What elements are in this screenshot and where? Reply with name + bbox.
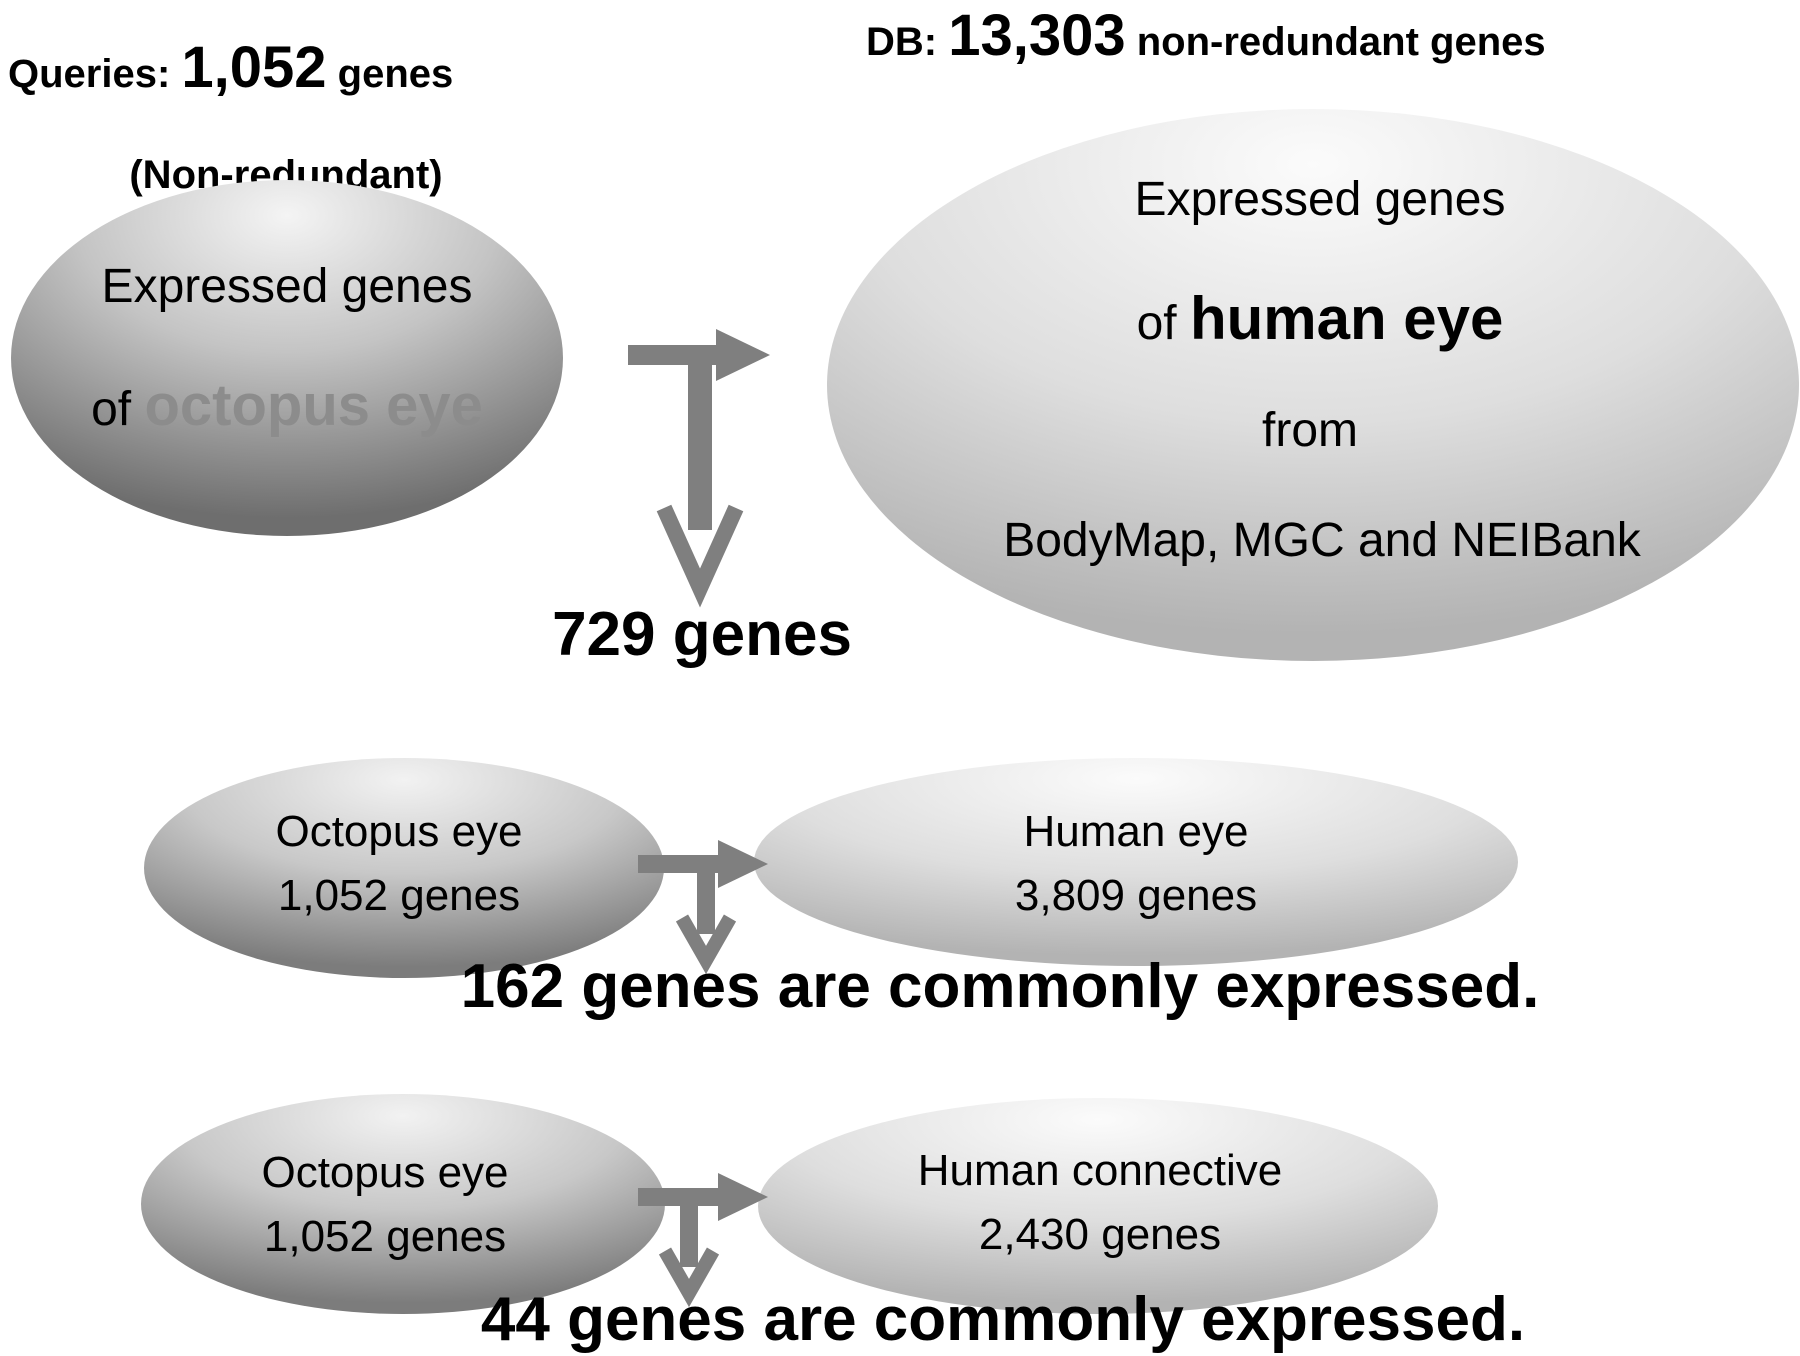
octopus-eye-3-count: 1,052 genes: [264, 1212, 506, 1261]
octopus-eye-line1: Expressed genes: [102, 260, 473, 313]
right-arrow-icon: [638, 1173, 768, 1221]
result-44: 44 genes are commonly expressed.: [481, 1285, 1525, 1354]
octopus-eye-3-name: Octopus eye: [261, 1148, 508, 1197]
result-729: 729 genes: [552, 600, 852, 669]
human-eye-line2: of human eye: [1137, 285, 1504, 352]
octopus-eye-line2: of octopus eye: [91, 373, 483, 438]
human-eye-2-name: Human eye: [1023, 807, 1248, 856]
octopus-eye-2-name: Octopus eye: [275, 807, 522, 856]
octopus-eye-ellipse: [11, 180, 563, 536]
human-connective-ellipse: [758, 1098, 1438, 1314]
result-162: 162 genes are commonly expressed.: [461, 952, 1540, 1021]
human-connective-count: 2,430 genes: [979, 1210, 1221, 1259]
octopus-eye-2-count: 1,052 genes: [278, 871, 520, 920]
human-eye-ellipse-2: [754, 758, 1518, 966]
down-arrow-icon: [656, 355, 744, 608]
db-header: DB: 13,303 non-redundant genes: [866, 3, 1546, 68]
human-connective-name: Human connective: [918, 1146, 1282, 1195]
human-eye-line3: from: [1262, 404, 1358, 457]
human-eye-line4: BodyMap, MGC and NEIBank: [1003, 514, 1642, 567]
down-arrow-icon: [658, 1197, 720, 1308]
human-eye-line1: Expressed genes: [1135, 173, 1506, 226]
human-eye-ellipse: [827, 109, 1799, 661]
octopus-eye-ellipse-3: [141, 1094, 665, 1314]
queries-header: Queries: 1,052 genes: [8, 35, 453, 100]
human-eye-2-count: 3,809 genes: [1015, 871, 1257, 920]
octopus-eye-ellipse-2: [144, 758, 664, 978]
down-arrow-icon: [675, 864, 737, 975]
